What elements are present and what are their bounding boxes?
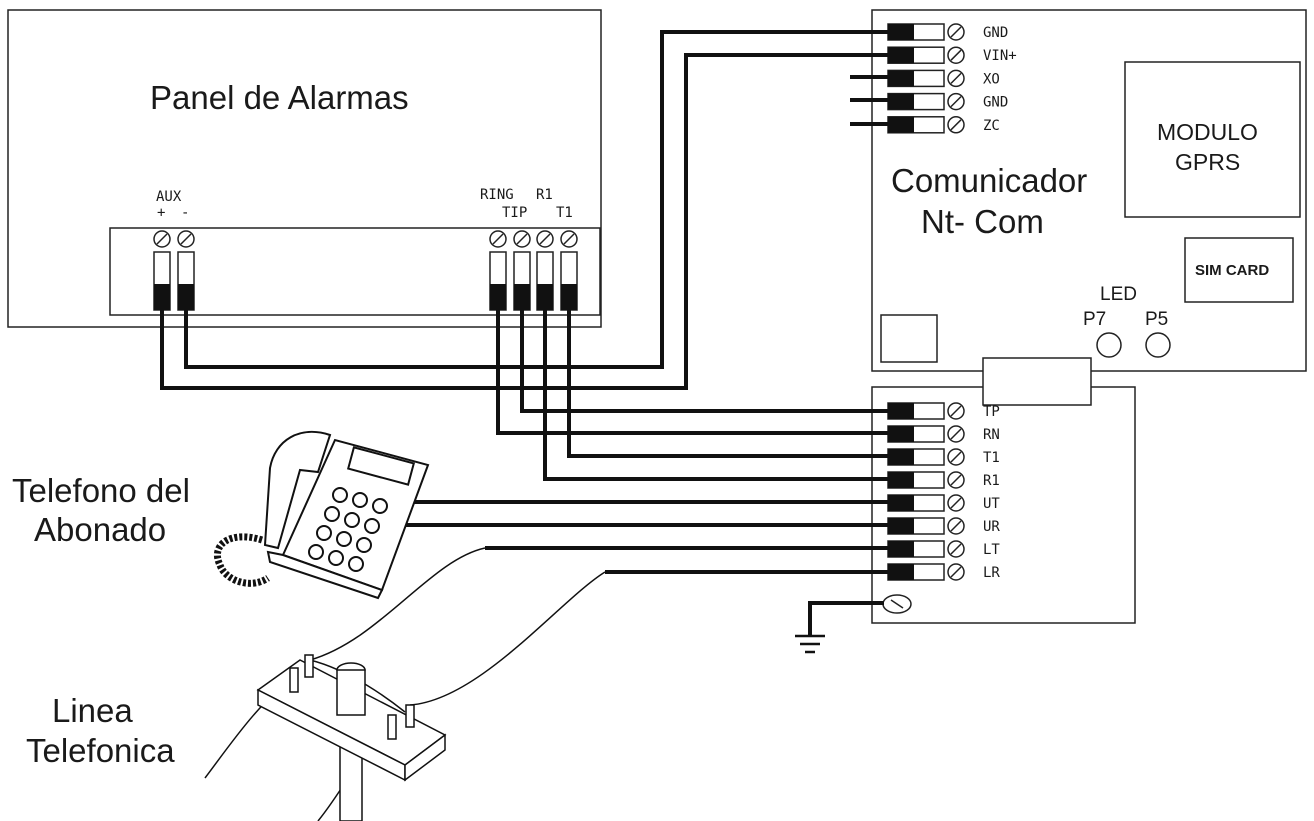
terminal-label: GND [983,25,1008,41]
screw-icon [947,494,965,512]
wire-ring [496,310,888,435]
terminal-r1: R1 [887,471,1000,489]
wire-ground [808,601,884,635]
terminal-label: LT [983,542,1000,558]
terminal-rn: RN [887,425,1000,443]
terminal-xo: XO [887,69,1000,88]
terminal-label: XO [983,71,1000,87]
screw-icon [947,23,965,41]
p5-label: P5 [1145,309,1168,330]
terminal-ur: UR [887,517,1000,535]
led-p7 [1096,332,1122,358]
screw-icon [489,230,507,248]
terminal-lt: LT [887,540,1000,558]
telefono-label-line1: Telefono del [12,472,190,509]
terminal-label: LR [983,565,1000,581]
screw-icon [947,471,965,489]
terminal-t1: T1 [887,448,1000,466]
terminal-vinplus: VIN+ [887,46,1017,64]
panel-terminal [153,230,171,311]
screw-icon [947,540,965,558]
sim-card-slot [1184,237,1294,303]
ring-label: RING [480,187,514,203]
terminal-zc: ZC [887,116,1000,134]
linea-label-line1: Linea [52,692,133,729]
wires [160,30,888,635]
terminal-lr: LR [887,563,1000,581]
gprs-module [1124,61,1301,218]
terminal-label: TP [983,404,1000,420]
screw-icon [947,517,965,535]
led-label: LED [1100,284,1137,305]
telephone-pole-icon [256,654,447,821]
screw-icon [177,230,195,248]
panel-terminal [513,230,531,311]
panel-title: Panel de Alarmas [150,79,409,116]
panel-terminal [560,230,578,311]
terminal-label: R1 [983,473,1000,489]
screw-icon [947,46,965,64]
tip-label: TIP [502,205,527,221]
panel-terminals [153,230,578,311]
wire-tip [520,310,888,413]
panel-terminal [536,230,554,311]
terminal-tp: TP [887,402,1000,420]
screw-icon [947,402,965,420]
board-connector [982,357,1092,406]
sim-card-label: SIM CARD [1195,262,1269,279]
r1-label: R1 [536,187,553,203]
terminal-label: T1 [983,450,1000,466]
small-component [880,314,938,363]
led-p5 [1145,332,1171,358]
communicator-box: Comunicador Nt- Com MODULO GPRS SIM CARD… [871,9,1307,372]
screw-icon [947,116,965,134]
top-terminals: GND VIN+ XO GND ZC [887,23,1017,134]
screw-icon [947,69,965,88]
aux-label: AUX [156,189,182,205]
panel-terminal [489,230,507,311]
telefono-label-line2: Abonado [34,511,166,548]
t1-label: T1 [556,205,573,221]
wire-r1 [543,310,888,481]
terminal-label: ZC [983,118,1000,134]
screw-icon [947,448,965,466]
terminal-label: GND [983,95,1008,111]
ground-icon [795,634,825,654]
wire-aux-plus [160,53,888,390]
aux-plus-label: + [157,205,165,221]
screw-icon [513,230,531,248]
screw-icon [536,230,554,248]
terminal-label: UR [983,519,1000,535]
modulo-label: MODULO [1157,119,1258,145]
terminal-gnd: GND [887,92,1008,111]
p7-label: P7 [1083,309,1106,330]
terminal-label: RN [983,427,1000,443]
terminal-gnd: GND [887,23,1008,41]
screw-icon [153,230,171,248]
alarm-panel: Panel de Alarmas AUX + - RING R1 TIP T1 [7,9,602,328]
wire-aux-minus [184,30,888,369]
ntcom-label: Nt- Com [921,203,1044,240]
screw-icon [947,425,965,443]
gprs-label: GPRS [1175,149,1240,175]
panel-terminal [177,230,195,311]
screw-icon [947,92,965,111]
wire-t1 [567,310,888,458]
aux-minus-label: - [181,205,189,221]
screw-icon [560,230,578,248]
linea-label-line2: Telefonica [26,732,175,769]
terminal-label: UT [983,496,1000,512]
terminal-label: VIN+ [983,48,1017,64]
comunicador-label: Comunicador [891,162,1087,199]
telephone-icon [214,430,430,600]
screw-icon [947,563,965,581]
terminal-ut: UT [887,494,1000,512]
